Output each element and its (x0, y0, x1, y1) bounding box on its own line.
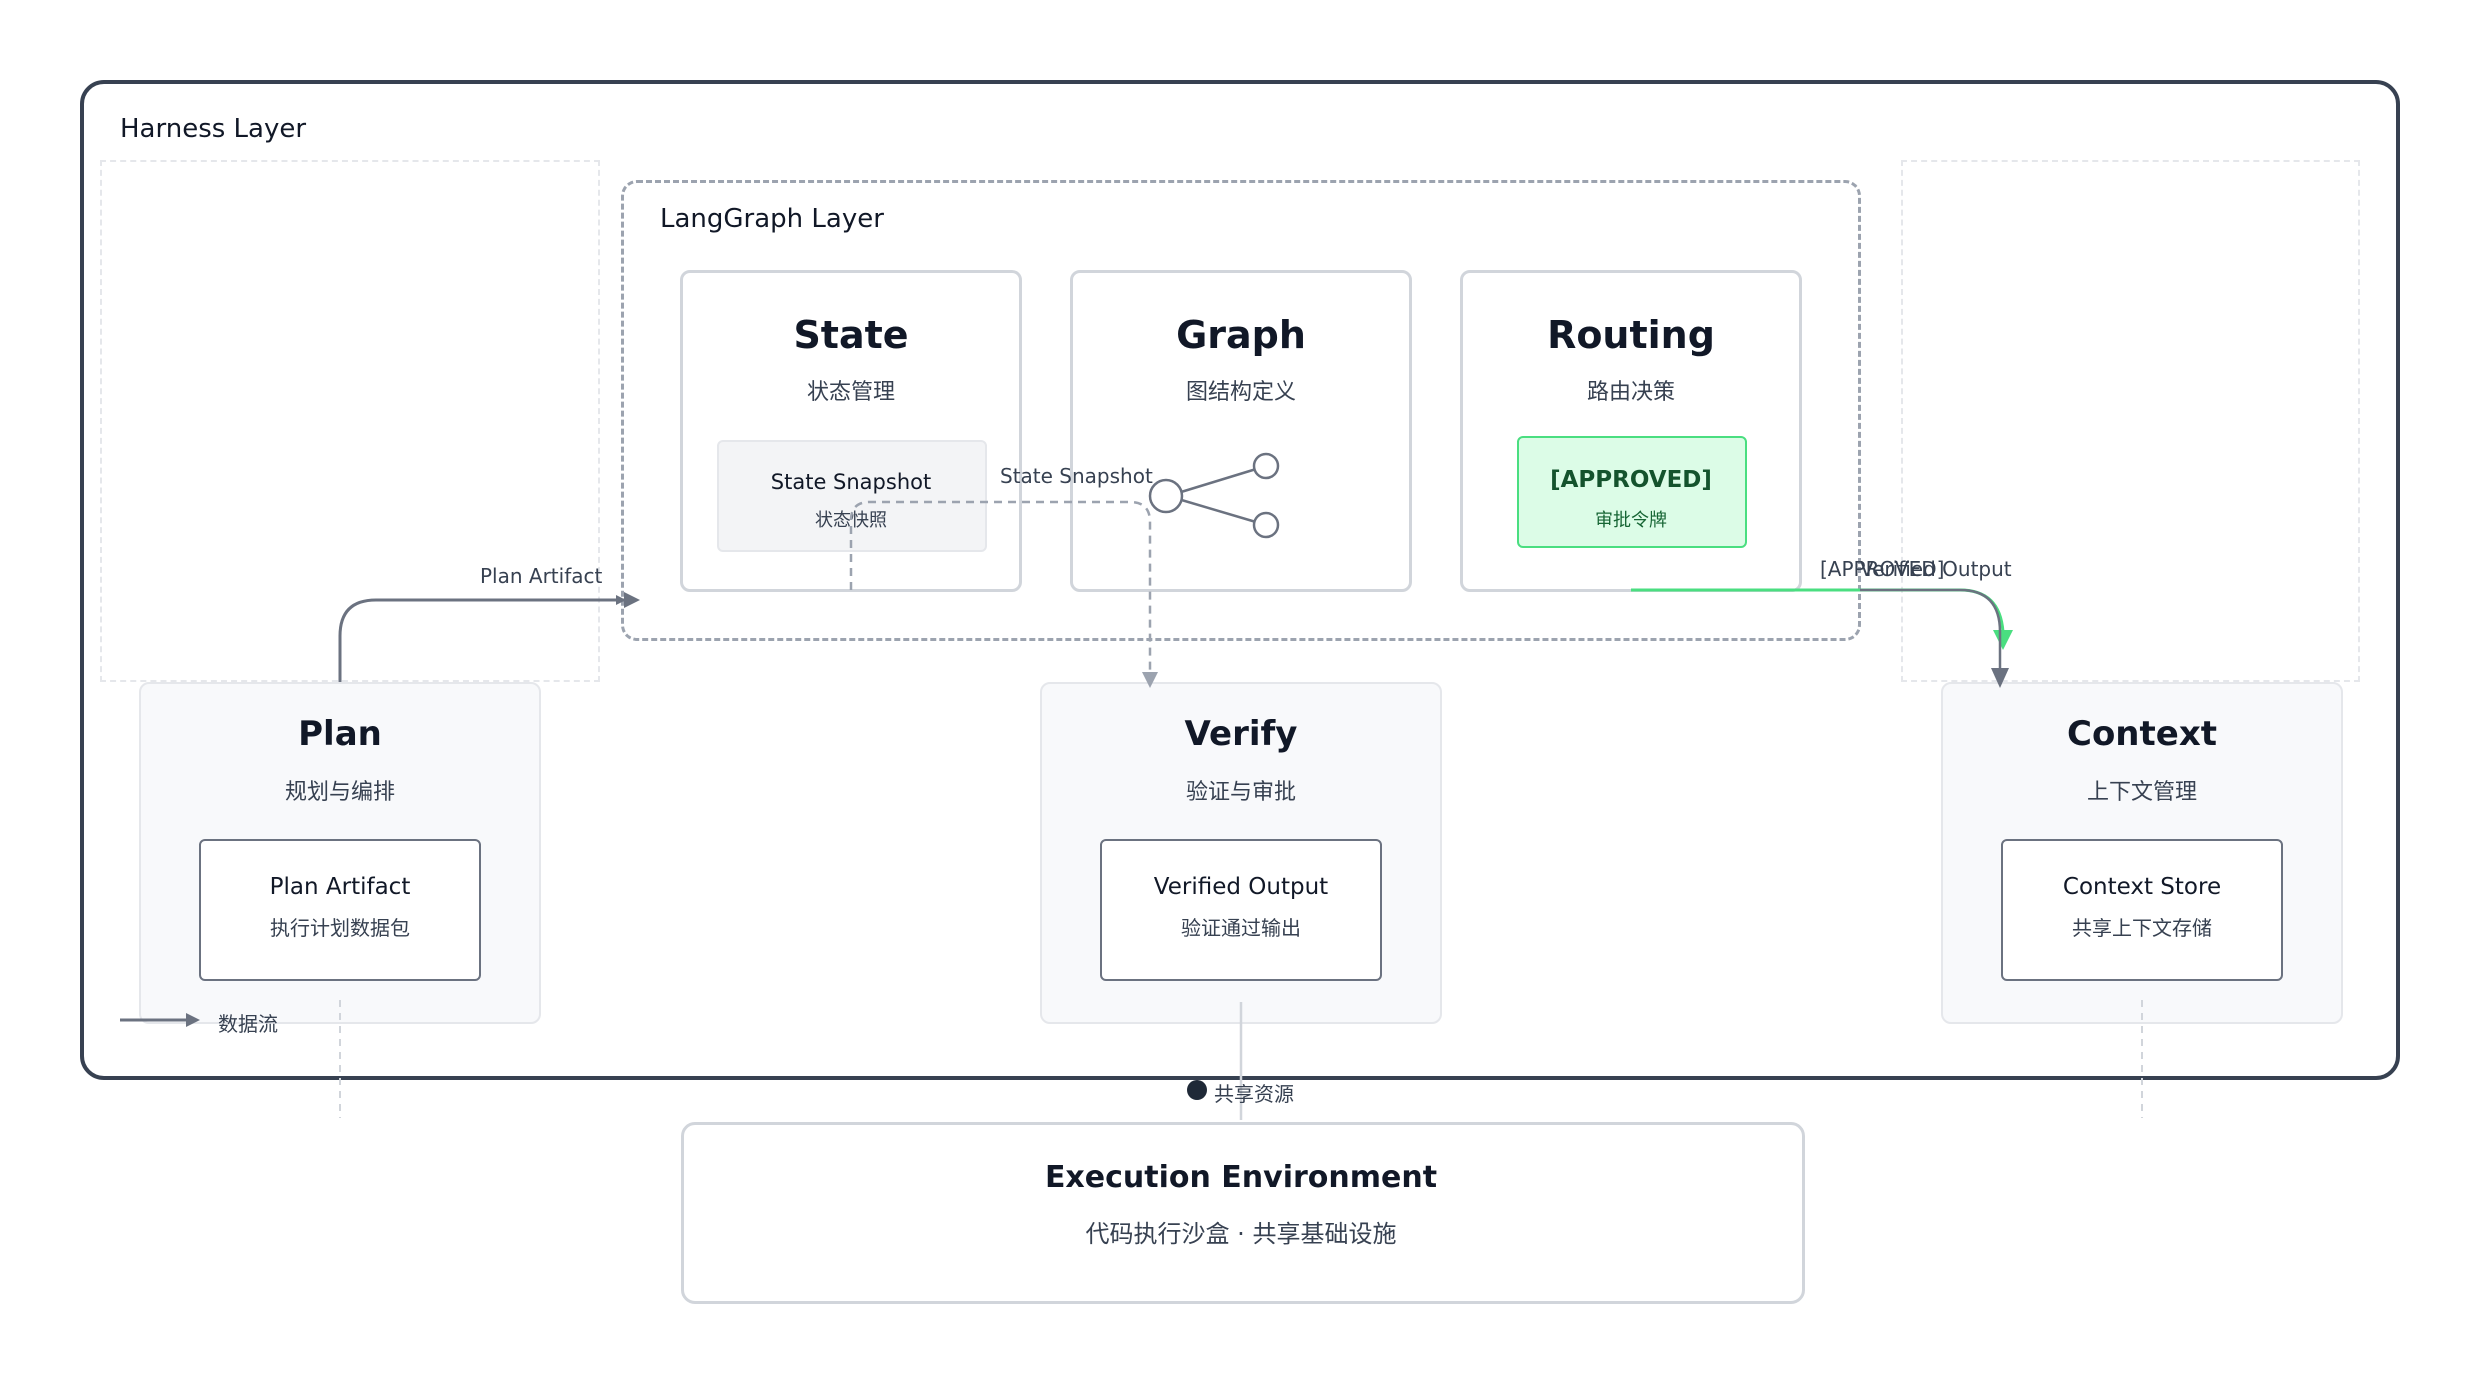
graph-subtitle: 图结构定义 (1185, 380, 1297, 405)
state-snapshot-subtitle: 状态快照 (815, 510, 887, 531)
left-faint-region (100, 160, 600, 682)
plan-artifact-title: Plan Artifact (269, 874, 411, 900)
execution-title: Execution Environment (1044, 1160, 1438, 1195)
state-subtitle: 状态管理 (806, 380, 896, 405)
legend-data-flow-label: 数据流 (218, 1012, 278, 1036)
state-snapshot-title: State Snapshot (770, 470, 932, 494)
verified-output-edge (1860, 588, 2002, 672)
legend-shared-resource-label: 共享资源 (1214, 1082, 1294, 1106)
plan-artifact-edge-label: Plan Artifact (480, 564, 603, 588)
graph-card (1070, 270, 1412, 592)
verify-title: Verify (1184, 714, 1298, 754)
verified-output-subtitle: 验证通过输出 (1181, 916, 1301, 940)
right-faint-region (1901, 160, 2360, 682)
graph-title: Graph (1176, 313, 1306, 357)
plan-artifact-edge (338, 595, 626, 682)
harness-layer-title: Harness Layer (120, 114, 307, 144)
verified-output-title: Verified Output (1153, 874, 1329, 900)
approved-token-title: [APPROVED] (1550, 467, 1712, 493)
context-title: Context (2066, 714, 2218, 754)
state-snapshot-edge (849, 500, 1152, 682)
context-subtitle: 上下文管理 (2086, 780, 2198, 805)
verified-output-edge-label: Verified Output (1860, 557, 2012, 581)
execution-environment-box (681, 1122, 1805, 1304)
approved-token-subtitle: 审批令牌 (1595, 510, 1667, 531)
plan-subtitle: 规划与编排 (284, 780, 396, 805)
graph-node-icon (1148, 452, 1280, 539)
plan-artifact-box (199, 839, 481, 981)
routing-subtitle: 路由决策 (1586, 380, 1676, 405)
routing-title: Routing (1547, 313, 1715, 357)
legend-shared-resource-dot (1187, 1080, 1207, 1100)
execution-subtitle: 代码执行沙盒 · 共享基础设施 (1085, 1220, 1397, 1248)
verify-subtitle: 验证与审批 (1185, 780, 1297, 805)
state-title: State (793, 313, 909, 357)
langgraph-layer (621, 180, 1861, 641)
plan-artifact-subtitle: 执行计划数据包 (270, 916, 410, 940)
approved-edge (1631, 588, 2005, 640)
plan-title: Plan (298, 714, 382, 754)
verified-output-box (1100, 839, 1382, 981)
context-store-title: Context Store (2062, 874, 2222, 900)
context-store-subtitle: 共享上下文存储 (2072, 916, 2212, 940)
approved-token-box (1517, 436, 1747, 548)
state-snapshot-edge-label: State Snapshot (1000, 464, 1153, 488)
langgraph-layer-title: LangGraph Layer (660, 204, 884, 234)
context-store-box (2001, 839, 2283, 981)
approved-edge-label: [APPROVED] (1820, 557, 1945, 581)
